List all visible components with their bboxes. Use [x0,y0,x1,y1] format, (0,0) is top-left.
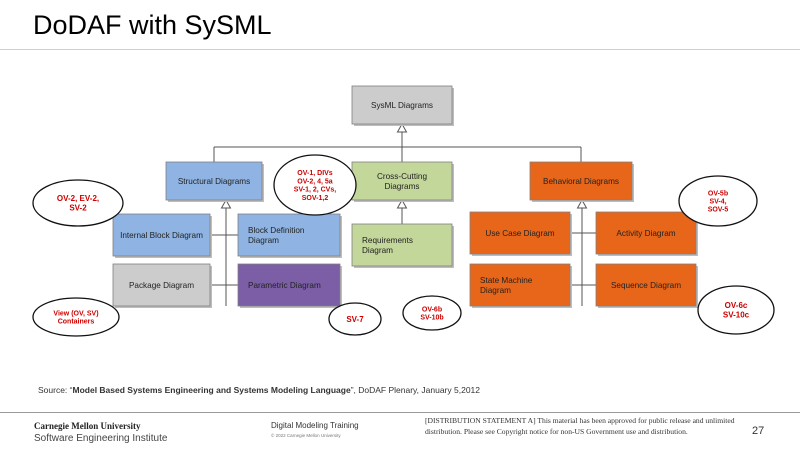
box-rect [351,85,453,125]
cross-cutting-diagrams-label: Diagrams [384,182,419,191]
callout-ov5b-sv4-sov5-label: SOV-5 [708,207,729,214]
cmu-logo-text: Carnegie Mellon University [34,421,141,431]
block-definition-diagram-label: Diagram [248,236,279,245]
state-machine-diagram-label: Diagram [480,286,511,295]
page-number: 27 [752,425,765,437]
box-rect [237,263,341,307]
behavioral-diagrams-box: Behavioral Diagrams [529,161,634,202]
callout-ellipse [32,179,124,227]
callout-ov2-ev2-sv2-label: OV-2, EV-2, [57,194,99,203]
callout-structural-views-label: OV-2, 4, 5a [297,178,333,185]
callout-ellipse [402,295,462,331]
box-rect [595,211,697,255]
callout-view-containers-label: Containers [58,319,95,326]
box-rect [529,161,633,201]
copyright-text: © 2022 Carnegie Mellon University [271,433,341,438]
footer-divider [0,412,800,413]
source-citation: Source: “Model Based Systems Engineering… [38,385,480,395]
package-diagram-label: Package Diagram [129,281,194,290]
callout-sv7: SV-7 [328,302,382,336]
box-rect [351,161,453,201]
callout-ellipse [678,175,758,227]
generalization-arrow-icon [576,198,588,209]
callout-ellipse [273,154,357,216]
package-diagram-box: Package Diagram [112,263,212,308]
callout-ov2-ev2-sv2: OV-2, EV-2,SV-2 [32,179,124,227]
slide-title: DoDAF with SySML [33,10,272,40]
source-title: Model Based Systems Engineering and Syst… [72,385,351,395]
callout-structural-views-label: OV-1, DIVs [297,170,333,177]
activity-diagram-label: Activity Diagram [616,229,675,238]
parametric-diagram-box: Parametric Diagram [237,263,342,308]
source-suffix: ”, DoDAF Plenary, January 5,2012 [350,385,480,395]
activity-diagram-box: Activity Diagram [595,211,698,256]
callout-ov2-ev2-sv2-label: SV-2 [69,203,87,212]
parametric-diagram-label: Parametric Diagram [248,281,321,290]
use-case-diagram-label: Use Case Diagram [485,229,554,238]
internal-block-diagram-label: Internal Block Diagram [120,231,203,240]
box-rect [165,161,263,201]
box-rect [112,213,211,257]
callout-ov6b-sv10b-label: OV-6b [422,306,442,313]
box-rect [237,213,341,257]
box-rect [595,263,697,307]
requirements-diagram-label: Requirements [362,236,413,245]
sysml-diagrams-label: SysML Diagrams [371,101,433,110]
box-rect [112,263,211,307]
sysml-diagrams-box: SysML Diagrams [351,85,454,126]
internal-block-diagram-box: Internal Block Diagram [112,213,212,258]
box-rect [469,263,571,307]
use-case-diagram-box: Use Case Diagram [469,211,572,256]
callout-ellipse [697,285,775,335]
callout-ellipse [328,302,382,336]
callout-sv7-label: SV-7 [346,315,364,324]
structural-diagrams-box: Structural Diagrams [165,161,264,202]
callout-ov6b-sv10b-label: SV-10b [420,315,443,322]
distribution-statement: [DISTRIBUTION STATEMENT A] This material… [425,416,735,436]
callout-view-containers: View (OV, SV) Containers [32,297,120,337]
requirements-diagram-label: Diagram [362,246,393,255]
generalization-arrow-icon [220,198,232,209]
callout-structural-views-label: SV-1, 2, CVs, [294,187,336,194]
box-rect [469,211,571,255]
source-prefix: Source: “ [38,385,73,395]
callout-ov5b-sv4-sov5-label: OV-5b [708,190,728,197]
behavioral-diagrams-label: Behavioral Diagrams [543,177,619,186]
box-rect [351,223,453,267]
callout-ov6c-sv10c-label: OV-6c [725,301,748,310]
connector-lines [210,122,596,306]
training-title: Digital Modeling Training [271,421,359,430]
block-definition-diagram-label: Block Definition [248,226,305,235]
sei-name: Software Engineering Institute [34,433,168,444]
generalization-arrow-icon [396,122,408,133]
cross-cutting-diagrams-label: Cross-Cutting [377,172,427,181]
sequence-diagram-box: Sequence Diagram [595,263,698,308]
state-machine-diagram-label: State Machine [480,276,533,285]
callout-ov6c-sv10c-label: SV-10c [723,310,750,319]
title-divider [0,49,800,50]
structural-diagrams-label: Structural Diagrams [178,177,250,186]
generalization-arrow-icon [396,198,408,209]
callout-ov5b-sv4-sov5-label: SV-4, [709,198,726,205]
callout-structural-views-label: SOV-1,2 [302,195,329,202]
sequence-diagram-label: Sequence Diagram [611,281,681,290]
callout-view-containers-label: View (OV, SV) [53,310,98,317]
callout-ellipse [32,297,120,337]
